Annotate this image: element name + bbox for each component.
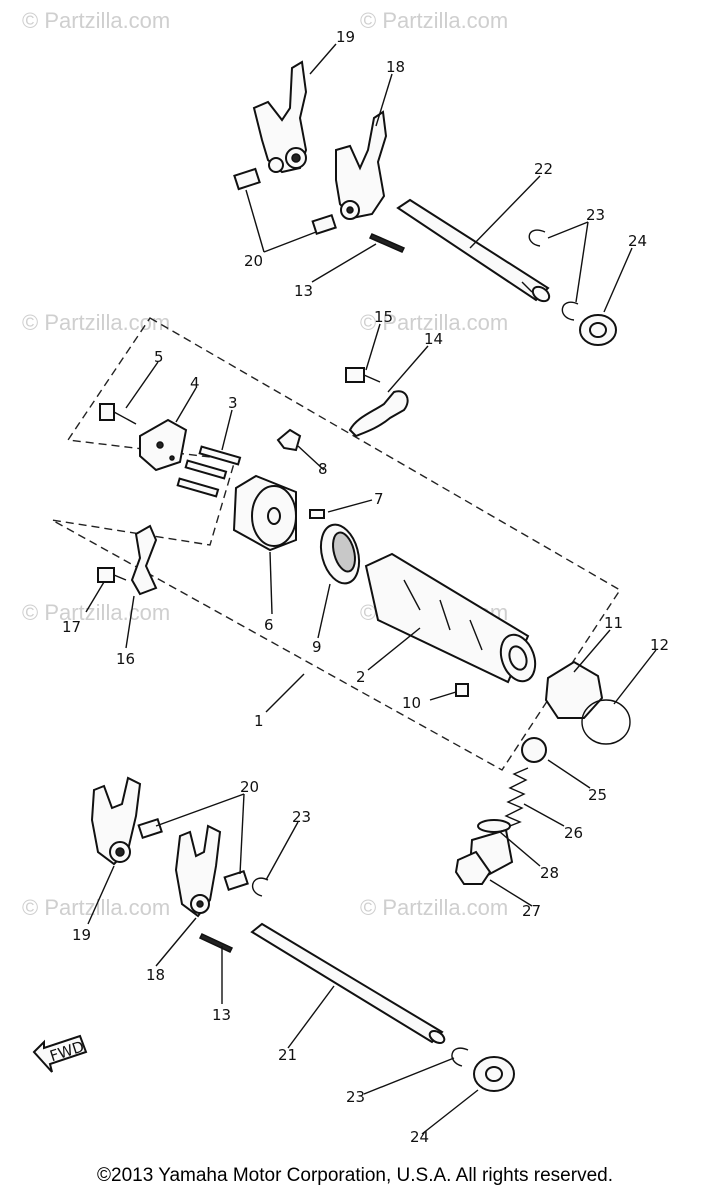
callout-15: 15 <box>374 308 393 326</box>
callout-24: 24 <box>628 232 647 250</box>
spring-pin-13-bottom <box>198 933 234 953</box>
callout-13: 13 <box>294 282 313 300</box>
fwd-arrow-icon: FWD <box>32 1034 88 1073</box>
callout-8: 8 <box>318 460 328 478</box>
watermark: © Partzilla.com <box>360 895 508 920</box>
circlip-23-bottom <box>451 1047 469 1067</box>
callout-25: 25 <box>588 786 607 804</box>
callout-18: 18 <box>146 966 165 984</box>
callout-labels: 19 18 22 23 24 20 13 15 14 5 4 3 8 7 6 9… <box>62 28 669 1146</box>
ball-25 <box>521 737 547 763</box>
watermark: © Partzilla.com <box>22 8 170 33</box>
circlip-23-top <box>561 301 579 321</box>
copyright-notice: ©2013 Yamaha Motor Corporation, U.S.A. A… <box>97 1165 613 1186</box>
callout-23: 23 <box>586 206 605 224</box>
segment-clip-8 <box>276 428 302 452</box>
callout-23: 23 <box>346 1088 365 1106</box>
callout-28: 28 <box>540 864 559 882</box>
collar-24-top <box>579 314 617 346</box>
callout-5: 5 <box>154 348 164 366</box>
pin-10 <box>455 683 469 697</box>
shift-drum-2 <box>364 552 537 684</box>
callout-19: 19 <box>336 28 355 46</box>
callout-19: 19 <box>72 926 91 944</box>
shift-fork-19-bottom <box>90 776 142 866</box>
callout-10: 10 <box>402 694 421 712</box>
callout-18: 18 <box>386 58 405 76</box>
callout-27: 27 <box>522 902 541 920</box>
leader-lines <box>85 43 657 1135</box>
collar-24-bottom <box>473 1056 515 1092</box>
shift-fork-18-bottom <box>174 824 222 918</box>
callout-21: 21 <box>278 1046 297 1064</box>
guide-pin-20-top <box>233 167 337 236</box>
circlip-23-top <box>528 229 546 247</box>
shift-drum-assembly-outline <box>51 317 621 771</box>
fwd-label: FWD <box>47 1037 86 1065</box>
shift-drum-segment-6 <box>232 474 297 552</box>
callout-26: 26 <box>564 824 583 842</box>
callout-17: 17 <box>62 618 81 636</box>
callout-13: 13 <box>212 1006 231 1024</box>
watermark: © Partzilla.com <box>360 310 508 335</box>
shift-fork-19-top <box>252 60 308 174</box>
callout-3: 3 <box>228 394 238 412</box>
callout-7: 7 <box>374 490 384 508</box>
callout-11: 11 <box>604 614 623 632</box>
shift-cam-pin-3 <box>176 445 242 498</box>
stopper-lever-14 <box>348 390 409 438</box>
watermark: © Partzilla.com <box>22 310 170 335</box>
stopper-16 <box>130 524 158 596</box>
callout-1: 1 <box>254 712 264 730</box>
bearing-9 <box>319 523 361 585</box>
shift-fork-shaft-22 <box>396 198 551 303</box>
callout-20: 20 <box>244 252 263 270</box>
spring-26 <box>499 767 529 831</box>
callout-6: 6 <box>264 616 274 634</box>
callout-22: 22 <box>534 160 553 178</box>
callout-24: 24 <box>410 1128 429 1146</box>
nut-11 <box>544 660 604 719</box>
drum-stopper-plate-4 <box>139 418 188 472</box>
guide-pin-20-bottom <box>137 817 249 892</box>
callout-20: 20 <box>240 778 259 796</box>
bolt-5 <box>99 403 137 425</box>
callout-23: 23 <box>292 808 311 826</box>
plug-27 <box>454 819 514 885</box>
callout-4: 4 <box>190 374 200 392</box>
callout-16: 16 <box>116 650 135 668</box>
shift-fork-shaft-21 <box>250 922 446 1044</box>
bolt-15 <box>345 367 381 383</box>
callout-12: 12 <box>650 636 669 654</box>
watermark: © Partzilla.com <box>360 8 508 33</box>
bolt-17 <box>97 567 127 583</box>
shift-fork-18-top <box>335 110 388 220</box>
callout-14: 14 <box>424 330 443 348</box>
circlip-23-bottom <box>251 877 269 897</box>
pin-7 <box>309 509 325 519</box>
circlip-12 <box>581 699 631 745</box>
spring-pin-13-top <box>368 233 406 253</box>
callout-2: 2 <box>356 668 366 686</box>
watermark: © Partzilla.com <box>22 600 170 625</box>
callout-9: 9 <box>312 638 322 656</box>
